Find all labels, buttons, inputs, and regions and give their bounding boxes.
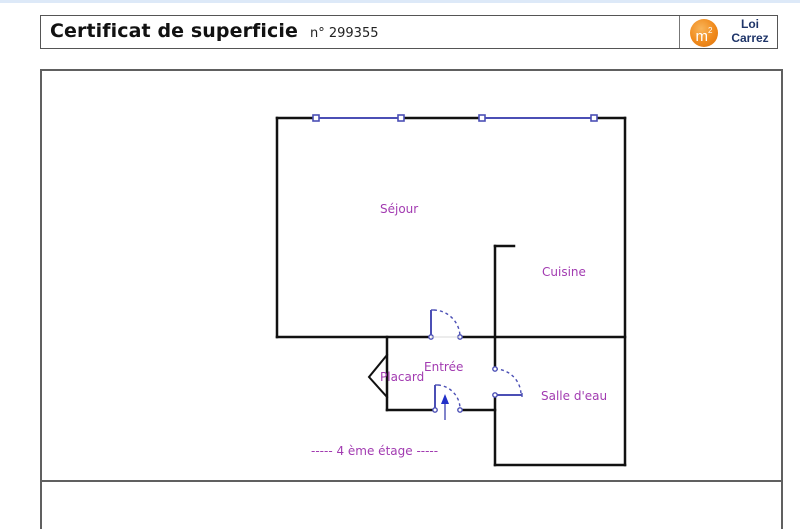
certificate-header: Certificat de superficie n° 299355 m2 Lo…: [40, 15, 778, 49]
room-label-sejour: Séjour: [380, 202, 419, 216]
logo-line-2: Carrez: [731, 31, 769, 45]
window-anchor-icon: [312, 114, 320, 122]
logo-text: Loi Carrez: [726, 17, 774, 45]
top-strip: [0, 0, 800, 3]
loi-carrez-logo: m2 Loi Carrez: [679, 16, 778, 48]
doors: [428, 309, 523, 413]
walls: [275, 116, 627, 467]
room-label-salle-deau: Salle d'eau: [541, 389, 608, 403]
frame-divider: [40, 480, 783, 482]
window-anchor-icon: [478, 114, 486, 122]
room-label-entree: Entrée: [424, 360, 464, 374]
certificate-number: n° 299355: [310, 26, 379, 41]
window-anchor-icon: [590, 114, 598, 122]
room-label-placard: Placard: [380, 370, 425, 384]
page-title: Certificat de superficie: [50, 20, 298, 42]
room-label-cuisine: Cuisine: [542, 265, 586, 279]
logo-line-1: Loi: [741, 17, 759, 31]
windows: [312, 114, 598, 122]
m2-badge-icon: m2: [690, 19, 718, 47]
window-anchor-icon: [397, 114, 405, 122]
floor-level-label: ----- 4 ème étage -----: [311, 444, 439, 458]
floor-plan: [275, 114, 627, 467]
floor-plan-frame: [40, 69, 783, 529]
entrance-arrow-icon: [441, 394, 449, 420]
